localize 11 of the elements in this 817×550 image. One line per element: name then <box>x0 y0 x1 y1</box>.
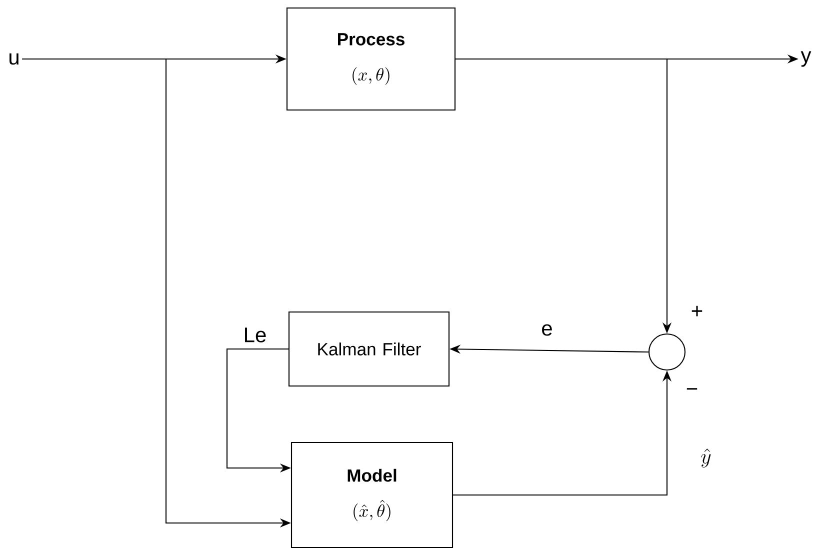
summing-junction <box>648 333 686 371</box>
signal-label: y <box>800 51 812 67</box>
edge-label: $\hat{y}$ <box>698 446 714 470</box>
sign-label: + <box>692 306 702 316</box>
edge-label: e <box>539 322 555 338</box>
edge-label: Le <box>242 326 268 344</box>
process-box: Model $(\hat{x}, \hat{\theta})$ <box>290 442 454 548</box>
process-box: Process $(x, \theta)$ <box>286 7 456 111</box>
sign-label: − <box>686 388 698 390</box>
process-box: Kalman Filter <box>288 311 450 387</box>
signal-label: u <box>10 53 18 65</box>
